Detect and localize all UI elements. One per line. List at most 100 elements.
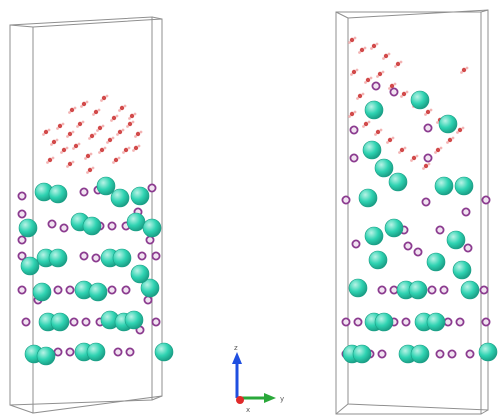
small-atom — [463, 243, 473, 253]
water-oxygen — [365, 77, 371, 83]
large-atom — [20, 256, 40, 276]
water-oxygen — [377, 71, 383, 77]
water-hydrogen — [132, 149, 135, 152]
water-oxygen — [51, 139, 57, 145]
water-hydrogen — [92, 113, 95, 116]
right-large-atoms — [342, 90, 498, 364]
water-oxygen — [387, 137, 393, 143]
water-oxygen — [423, 163, 429, 169]
small-atom — [53, 347, 63, 357]
water-hydrogen — [137, 144, 141, 148]
large-atom — [374, 158, 394, 178]
water-hydrogen — [375, 42, 379, 46]
small-atom — [53, 285, 63, 295]
water-oxygen — [119, 105, 125, 111]
large-atom — [454, 176, 474, 196]
small-atom — [143, 295, 153, 305]
water-hydrogen — [106, 141, 109, 144]
x-axis-label: x — [246, 406, 250, 414]
small-atom — [481, 317, 491, 327]
large-atom — [364, 226, 384, 246]
water-oxygen — [399, 147, 405, 153]
large-atom — [352, 344, 372, 364]
water-hydrogen — [80, 105, 83, 108]
water-hydrogen — [391, 136, 395, 140]
large-atom — [426, 312, 446, 332]
water-hydrogen — [429, 108, 433, 112]
water-hydrogen — [46, 161, 49, 164]
water-oxygen — [425, 109, 431, 115]
small-atom — [341, 317, 351, 327]
small-atom — [137, 251, 147, 261]
water-hydrogen — [96, 129, 99, 132]
large-atom — [50, 312, 70, 332]
small-atom — [125, 347, 135, 357]
small-atom — [21, 317, 31, 327]
small-atom — [17, 235, 27, 245]
water-oxygen — [359, 47, 365, 53]
water-oxygen — [101, 95, 107, 101]
small-atom — [371, 81, 381, 91]
small-atom — [389, 87, 399, 97]
large-atom — [388, 172, 408, 192]
water-hydrogen — [116, 133, 119, 136]
right-panel — [335, 9, 498, 415]
water-hydrogen — [65, 146, 69, 150]
water-oxygen — [371, 43, 377, 49]
water-oxygen — [113, 157, 119, 163]
water-oxygen — [351, 69, 357, 75]
water-hydrogen — [348, 41, 351, 44]
large-atom — [154, 342, 174, 362]
orientation-axes: z x y — [232, 344, 284, 414]
z-axis-arrowhead — [232, 352, 242, 364]
large-atom — [348, 278, 368, 298]
small-atom — [427, 285, 437, 295]
small-atom — [151, 251, 161, 261]
water-hydrogen — [86, 171, 89, 174]
water-hydrogen — [122, 151, 125, 154]
water-hydrogen — [126, 125, 129, 128]
water-hydrogen — [56, 127, 59, 130]
large-atom — [374, 312, 394, 332]
water-hydrogen — [85, 100, 89, 104]
water-hydrogen — [72, 147, 75, 150]
water-hydrogen — [364, 81, 367, 84]
water-hydrogen — [393, 82, 397, 86]
water-hydrogen — [103, 146, 107, 150]
y-axis-label: y — [280, 395, 284, 403]
water-oxygen — [99, 147, 105, 153]
water-hydrogen — [76, 125, 79, 128]
water-hydrogen — [81, 120, 85, 124]
water-hydrogen — [379, 128, 383, 132]
water-oxygen — [73, 143, 79, 149]
right-cell-box — [335, 9, 489, 415]
small-atom — [423, 153, 433, 163]
water-hydrogen — [47, 128, 51, 132]
water-hydrogen — [51, 156, 55, 160]
small-atom — [349, 153, 359, 163]
large-atom — [426, 252, 446, 272]
water-hydrogen — [97, 108, 101, 112]
water-oxygen — [395, 61, 401, 67]
water-hydrogen — [91, 166, 95, 170]
small-atom — [351, 239, 361, 249]
water-hydrogen — [461, 126, 465, 130]
water-hydrogen — [50, 143, 53, 146]
water-hydrogen — [60, 151, 63, 154]
large-atom — [36, 346, 56, 366]
small-atom — [341, 195, 351, 205]
water-oxygen — [117, 129, 123, 135]
water-hydrogen — [133, 112, 137, 116]
water-oxygen — [97, 125, 103, 131]
water-hydrogen — [101, 124, 105, 128]
small-atom — [349, 125, 359, 135]
large-atom — [18, 218, 38, 238]
small-atom — [147, 183, 157, 193]
water-oxygen — [57, 123, 63, 129]
water-hydrogen — [358, 51, 361, 54]
water-hydrogen — [55, 138, 59, 142]
large-atom — [82, 216, 102, 236]
water-oxygen — [93, 109, 99, 115]
water-hydrogen — [84, 157, 87, 160]
large-atom — [434, 176, 454, 196]
